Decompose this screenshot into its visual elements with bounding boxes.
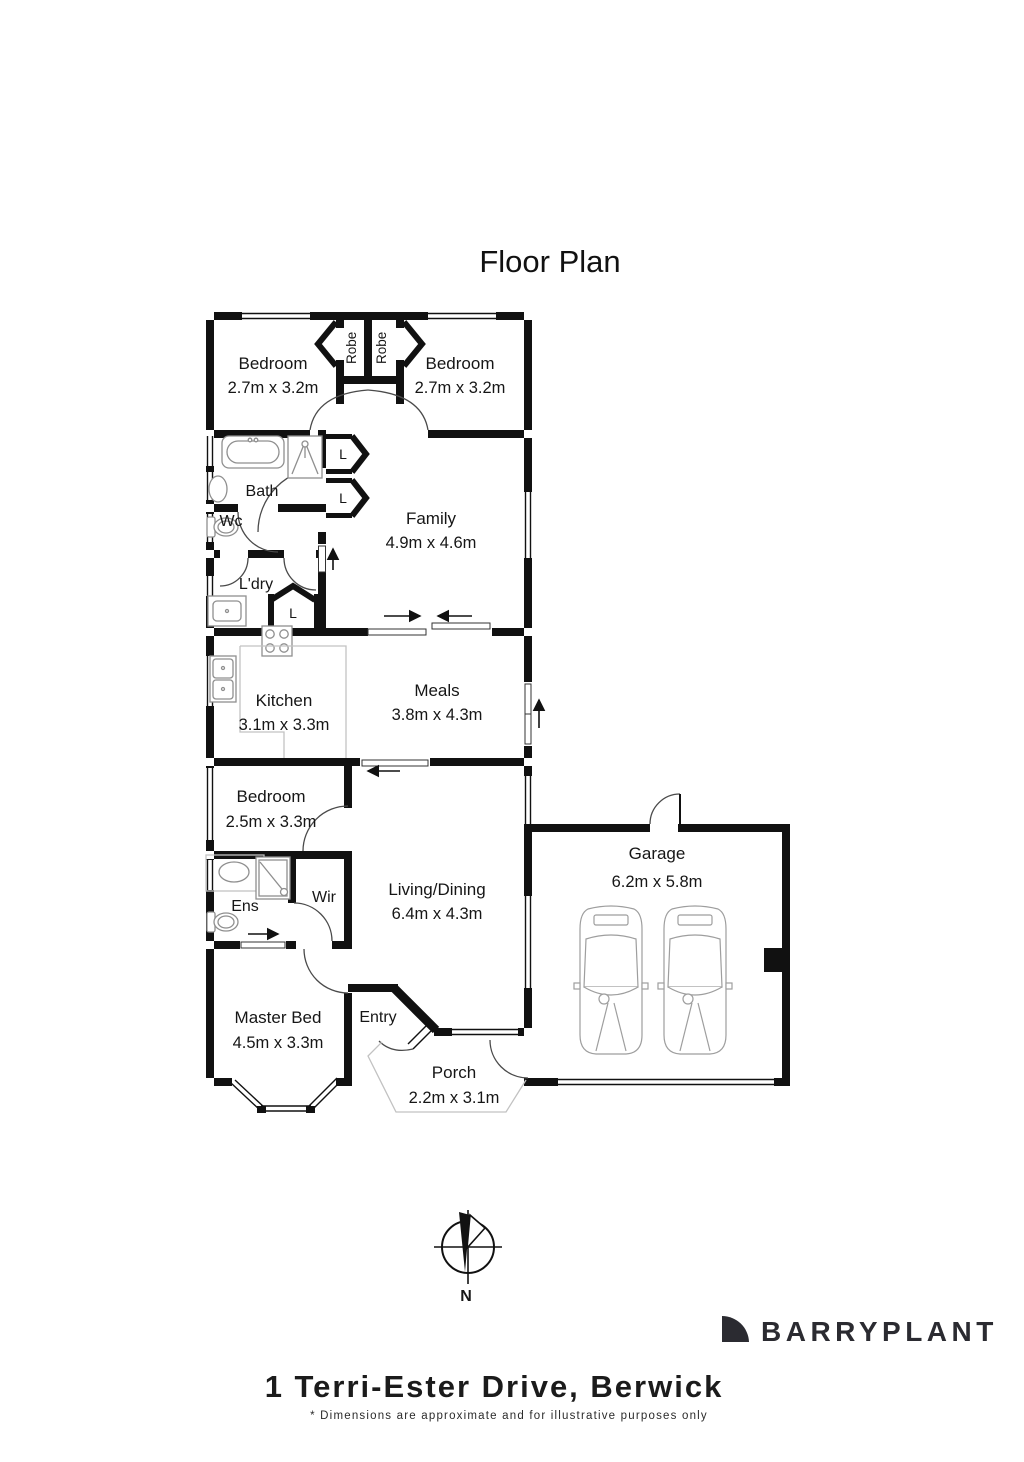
room-label-robe1: Robe — [344, 332, 359, 364]
meals-living-slider — [361, 759, 429, 767]
room-label-wir: Wir — [312, 889, 337, 906]
svg-text:4.5m x 3.3m: 4.5m x 3.3m — [233, 1034, 324, 1052]
room-label-ens: Ens — [231, 898, 259, 915]
hall-slider — [318, 545, 326, 573]
robe2-bifold-icon — [401, 320, 426, 368]
svg-text:Bedroom: Bedroom — [239, 354, 308, 373]
family-slider-panel-2 — [431, 622, 491, 630]
car-icon — [657, 905, 733, 1055]
meals-ext-slider-1 — [524, 683, 532, 715]
room-label-master: Master Bed 4.5m x 3.3m — [233, 1008, 324, 1052]
svg-text:6.2m x 5.8m: 6.2m x 5.8m — [612, 873, 703, 891]
walls-layer — [206, 312, 790, 1113]
ldry-door-2 — [283, 557, 317, 591]
family-slider-panel-1 — [367, 628, 427, 636]
car-icon — [573, 905, 649, 1055]
cooktop-icon — [261, 625, 293, 657]
window-bedroom2 — [428, 312, 496, 320]
garage-door — [558, 1078, 774, 1086]
room-label-ldry: L'dry — [239, 576, 273, 593]
room-label-linen2: L — [339, 490, 347, 506]
room-label-meals: Meals 3.8m x 4.3m — [392, 681, 483, 724]
page-title: Floor Plan — [479, 244, 620, 279]
robe-doors-layer — [269, 320, 426, 603]
double-door-right — [367, 389, 429, 431]
svg-text:Living/Dining: Living/Dining — [388, 880, 485, 899]
compass-icon: N — [434, 1210, 502, 1305]
svg-text:Bedroom: Bedroom — [237, 787, 306, 806]
sliders-layer — [240, 545, 546, 949]
entry-angled-wall — [390, 984, 440, 1034]
linen1-bifold-icon — [349, 434, 370, 474]
property-address: 1 Terri-Ester Drive, Berwick — [265, 1369, 724, 1404]
room-label-bedroom3: Bedroom 2.5m x 3.3m — [226, 787, 317, 831]
svg-text:Kitchen: Kitchen — [256, 691, 313, 710]
ens-fixtures — [205, 854, 291, 933]
double-door-left — [309, 389, 369, 431]
kitchen-counter — [239, 645, 347, 758]
wir-door — [293, 902, 333, 942]
brand-name: BARRYPLANT — [761, 1316, 998, 1347]
bathtub-icon — [221, 435, 285, 469]
fixtures-layer — [205, 435, 527, 1113]
laundry-trough-icon — [207, 595, 247, 627]
cars-layer — [573, 905, 733, 1055]
room-label-family: Family 4.9m x 4.6m — [386, 509, 477, 552]
svg-text:2.5m x 3.3m: 2.5m x 3.3m — [226, 813, 317, 831]
svg-text:Porch: Porch — [432, 1063, 476, 1082]
linen3-bifold-icon — [269, 582, 317, 603]
svg-text:4.9m x 4.6m: 4.9m x 4.6m — [386, 534, 477, 552]
shower-icon — [287, 435, 323, 479]
wc-toilet-icon — [206, 516, 239, 538]
room-label-robe2: Robe — [374, 332, 389, 364]
room-label-living: Living/Dining 6.4m x 4.3m — [388, 880, 485, 923]
room-label-bath: Bath — [246, 483, 279, 500]
porch-garage-door — [489, 1039, 529, 1079]
garage-entry-door — [649, 793, 681, 825]
room-label-porch: Porch 2.2m x 3.1m — [409, 1063, 500, 1107]
linen2-bifold-icon — [349, 478, 370, 518]
labels-layer: Bedroom 2.7m x 3.2m Bedroom 2.7m x 3.2m … — [219, 332, 702, 1107]
bath-basin-icon — [208, 475, 228, 503]
wc-door — [237, 511, 279, 553]
bedroom3-door — [302, 805, 349, 852]
room-label-linen3: L — [289, 605, 297, 621]
svg-text:3.8m x 4.3m: 3.8m x 4.3m — [392, 706, 483, 724]
disclaimer: * Dimensions are approximate and for ill… — [310, 1410, 708, 1422]
room-label-linen1: L — [339, 446, 347, 462]
ens-basin-icon — [218, 861, 250, 883]
svg-text:Bedroom: Bedroom — [426, 354, 495, 373]
svg-text:Garage: Garage — [629, 844, 686, 863]
ldry-door-1 — [219, 557, 249, 587]
ens-slider — [240, 941, 286, 949]
master-door — [303, 948, 349, 994]
svg-text:2.2m x 3.1m: 2.2m x 3.1m — [409, 1089, 500, 1107]
window-living-south — [452, 1028, 518, 1036]
brand-logo: BARRYPLANT — [722, 1316, 998, 1347]
kitchen-sink-icon — [209, 655, 237, 703]
bay-window — [230, 1077, 342, 1112]
north-label: N — [460, 1288, 472, 1305]
front-door — [378, 1023, 434, 1052]
svg-text:3.1m x 3.3m: 3.1m x 3.3m — [239, 716, 330, 734]
room-label-kitchen: Kitchen 3.1m x 3.3m — [239, 691, 330, 734]
svg-text:Master Bed: Master Bed — [235, 1008, 322, 1027]
window-bedroom1 — [242, 312, 310, 320]
svg-text:6.4m x 4.3m: 6.4m x 4.3m — [392, 905, 483, 923]
porch-outline — [367, 1041, 527, 1113]
robe1-bifold-icon — [314, 320, 339, 368]
brand-fin-icon — [722, 1316, 749, 1342]
room-label-bedroom2: Bedroom 2.7m x 3.2m — [415, 354, 506, 397]
svg-text:2.7m x 3.2m: 2.7m x 3.2m — [415, 379, 506, 397]
room-label-garage: Garage 6.2m x 5.8m — [612, 844, 703, 891]
svg-text:Meals: Meals — [414, 681, 459, 700]
meals-ext-slider-2 — [524, 713, 532, 745]
svg-text:Family: Family — [406, 509, 457, 528]
svg-text:2.7m x 3.2m: 2.7m x 3.2m — [228, 379, 319, 397]
room-label-bedroom1: Bedroom 2.7m x 3.2m — [228, 354, 319, 397]
room-label-wc: Wc — [219, 513, 242, 530]
room-label-entry: Entry — [359, 1009, 396, 1026]
